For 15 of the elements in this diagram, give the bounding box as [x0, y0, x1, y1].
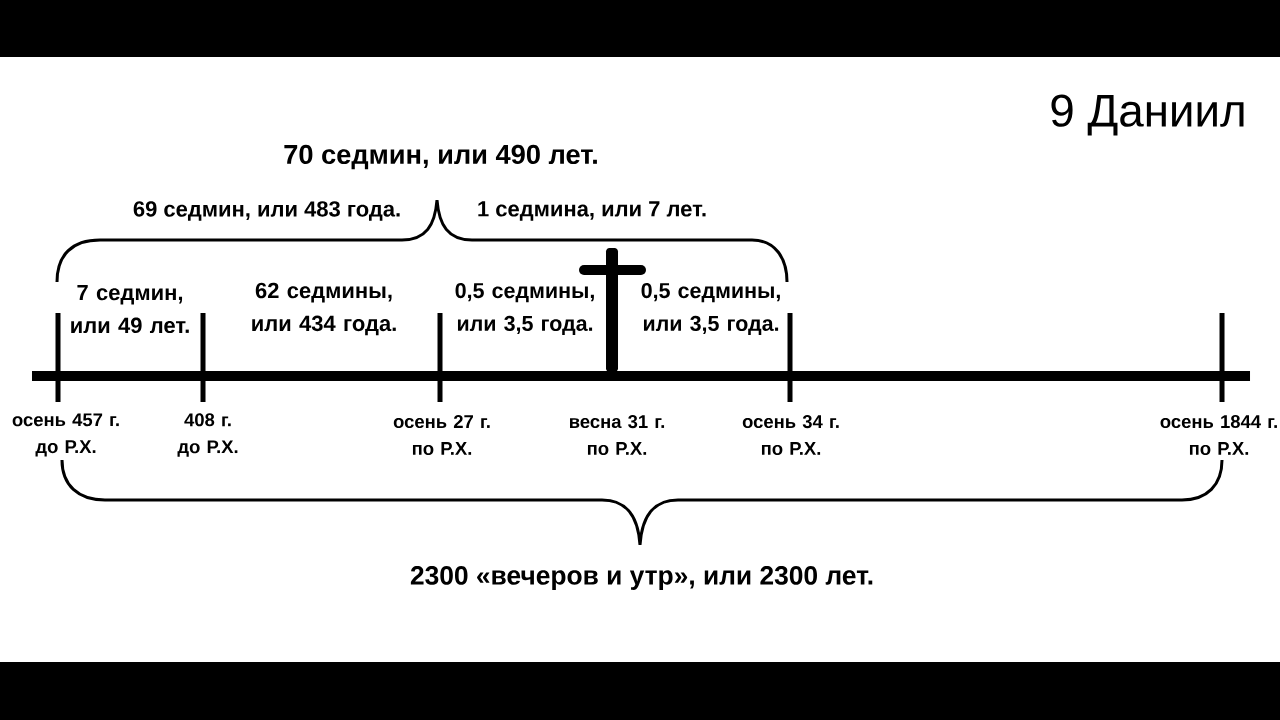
total-label: 2300 «вечеров и утр», или 2300 лет.: [410, 566, 873, 590]
date-label: осень 1844 г. по Р.Х.: [1160, 415, 1277, 455]
date-label: осень 34 г. по Р.Х.: [742, 415, 839, 455]
date-label: осень 27 г. по Р.Х.: [393, 415, 490, 455]
date-label: весна 31 г. по Р.Х.: [570, 415, 665, 455]
period-label: 0,5 седмины, или 3,5 года.: [641, 282, 780, 336]
span-label: 69 седмин, или 483 года.: [133, 201, 400, 221]
period-label: 7 седмин, или 49 лет.: [71, 284, 189, 334]
date-label: 408 г. до Р.Х.: [177, 413, 238, 457]
span-label: 1 седмина, или 7 лет.: [478, 201, 706, 221]
period-label: 0,5 седмины, или 3,5 года.: [455, 282, 594, 336]
date-label: осень 457 г. до Р.Х.: [12, 413, 119, 457]
period-label: 62 седмины, или 434 года.: [252, 282, 396, 336]
span-label: 70 седмин, или 490 лет.: [284, 144, 597, 170]
title: 9 Даниил: [1051, 94, 1244, 136]
